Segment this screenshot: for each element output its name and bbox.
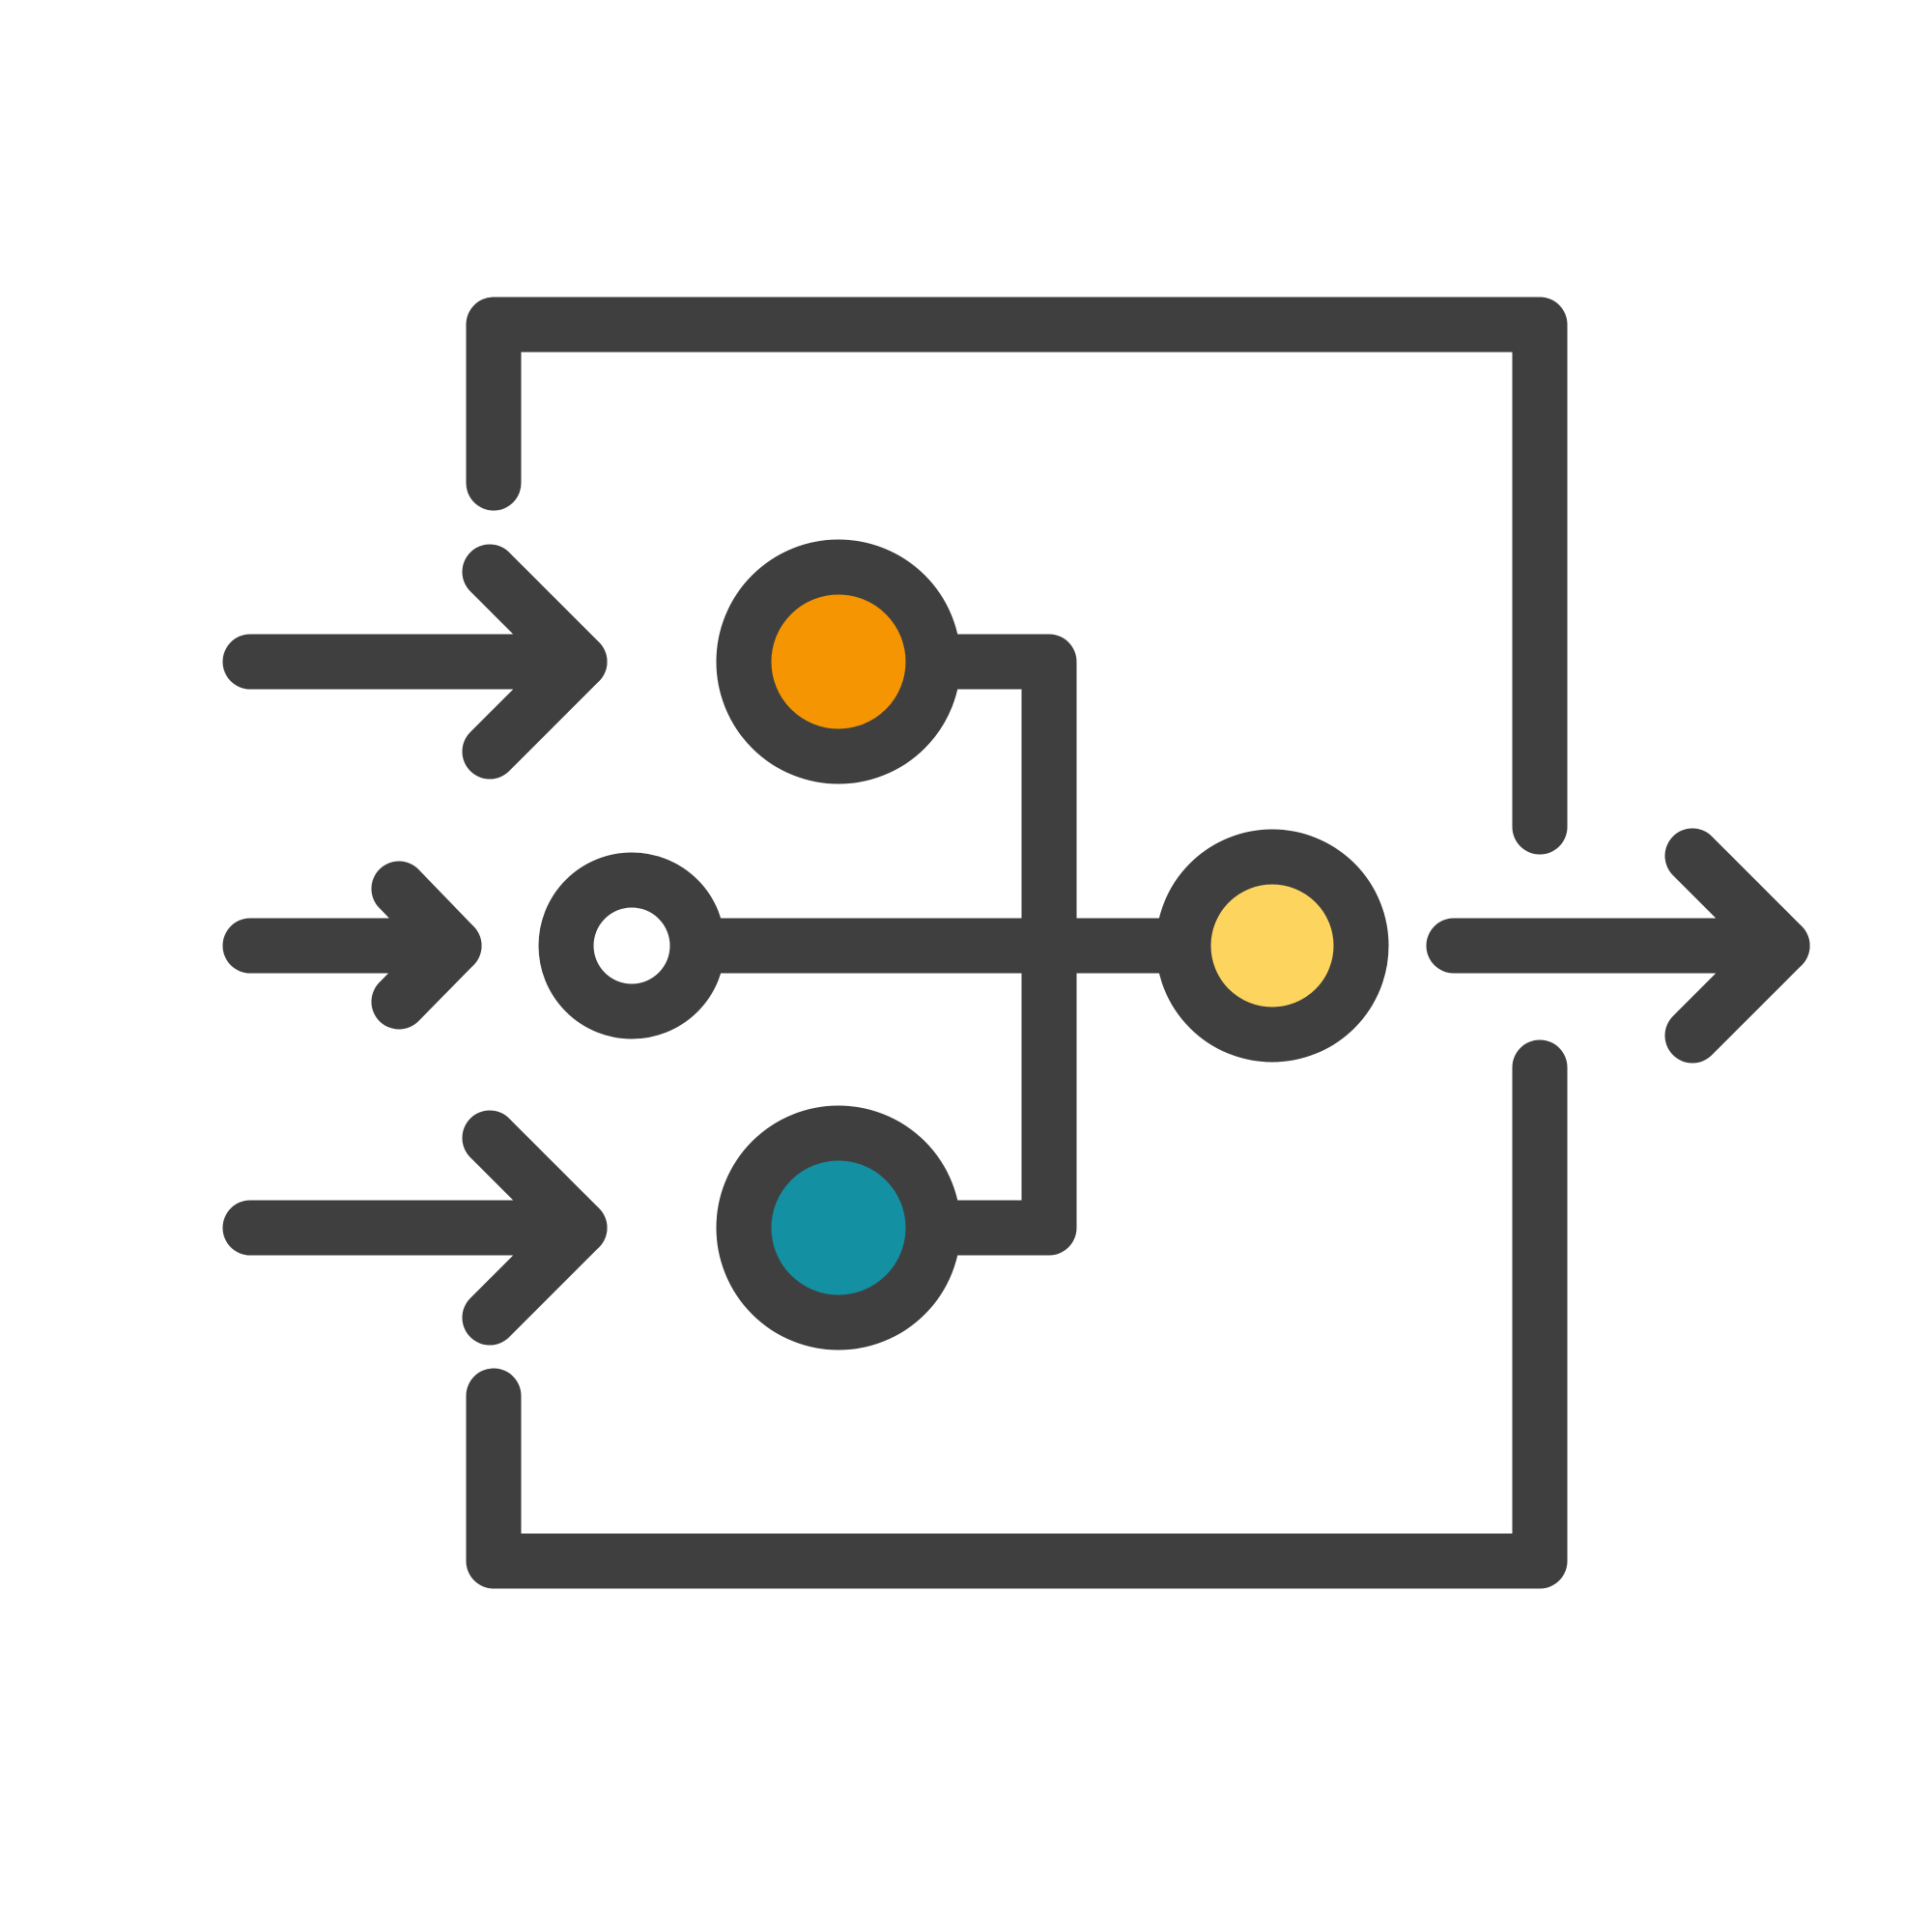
frame-bottom-segment bbox=[466, 1039, 1568, 1589]
connector-top bbox=[904, 634, 1077, 974]
input-arrow-middle-icon bbox=[222, 861, 482, 1030]
frame-top-segment bbox=[466, 297, 1568, 855]
node-left-white bbox=[538, 852, 725, 1039]
output-arrow-icon bbox=[1426, 828, 1810, 1064]
connector-bottom bbox=[904, 918, 1077, 1256]
input-arrow-top-icon bbox=[222, 544, 608, 780]
node-bottom-teal bbox=[716, 1105, 961, 1350]
input-arrow-bottom-icon bbox=[222, 1110, 608, 1346]
node-output-yellow bbox=[1155, 829, 1389, 1063]
node-top-orange bbox=[716, 539, 961, 784]
